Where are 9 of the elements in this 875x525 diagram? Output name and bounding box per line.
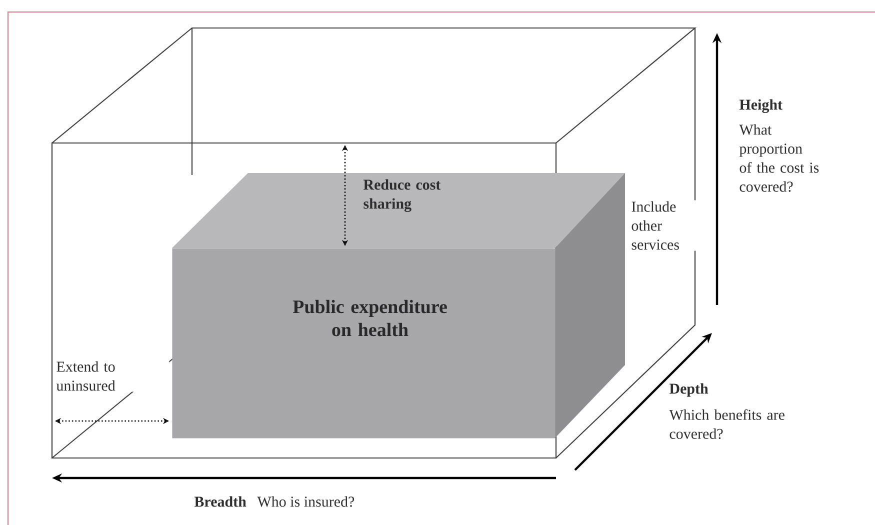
axis-label: Depth (668, 382, 710, 398)
axis-label: Height (739, 99, 782, 113)
annotation-text: Who is insured? (257, 496, 354, 507)
annotation-text: Include other services (630, 200, 702, 251)
annotation-text: Reduce cost sharing (363, 179, 441, 212)
axis-label: Breadth (194, 496, 246, 507)
annotation-text: Extend to uninsured (55, 360, 170, 392)
annotation-text: What proportion of the cost is covered? (739, 124, 819, 192)
annotation-text: Which benefits are covered? (668, 408, 796, 440)
